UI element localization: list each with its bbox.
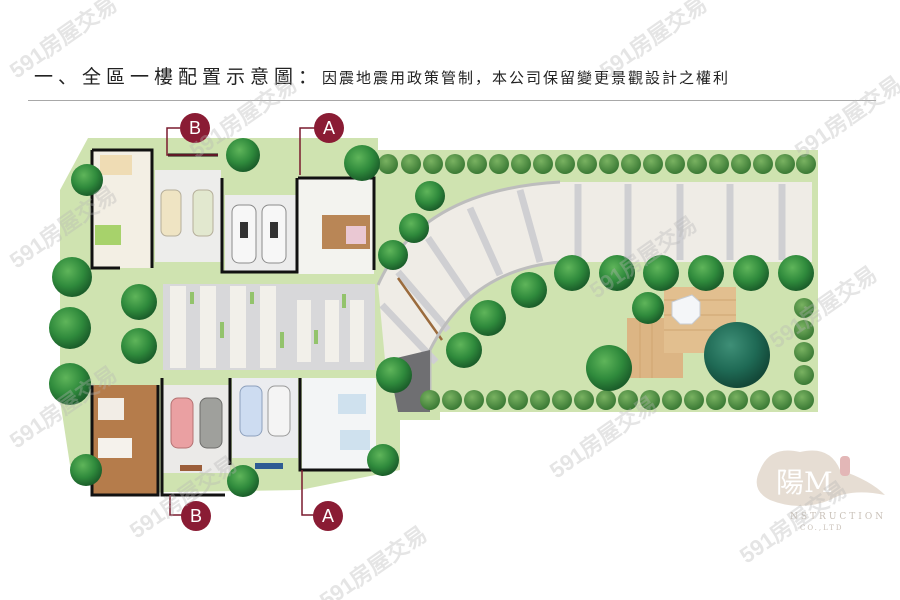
title-divider [28,100,876,101]
central-paving [163,284,375,370]
section-marker-b-bottom: B [181,501,211,531]
hedge-bottom [420,390,814,410]
svg-text:陽M: 陽M [776,466,833,499]
section-leaders [166,127,315,516]
driveway [376,180,812,412]
large-tree [704,322,770,388]
hedge-top [378,154,816,174]
umbrella-icon [671,294,701,325]
logo-text-line2: CO.,LTD [800,524,844,532]
hedge-right [794,298,814,385]
buildings [92,150,376,495]
page-title: 一、全區一樓配置示意圖：因震地震用政策管制，本公司保留變更景觀設計之權利 [34,62,814,89]
title-subtitle: 因震地震用政策管制，本公司保留變更景觀設計之權利 [322,69,731,87]
logo-text-line1: NSTRUCTION [790,512,887,522]
title-main: 一、全區一樓配置示意圖： [34,66,323,88]
section-marker-a-bottom: A [313,501,343,531]
section-marker-b-top: B [180,113,210,143]
trees [49,138,814,497]
company-logo: 陽M [756,450,885,506]
section-marker-a-top: A [314,113,344,143]
